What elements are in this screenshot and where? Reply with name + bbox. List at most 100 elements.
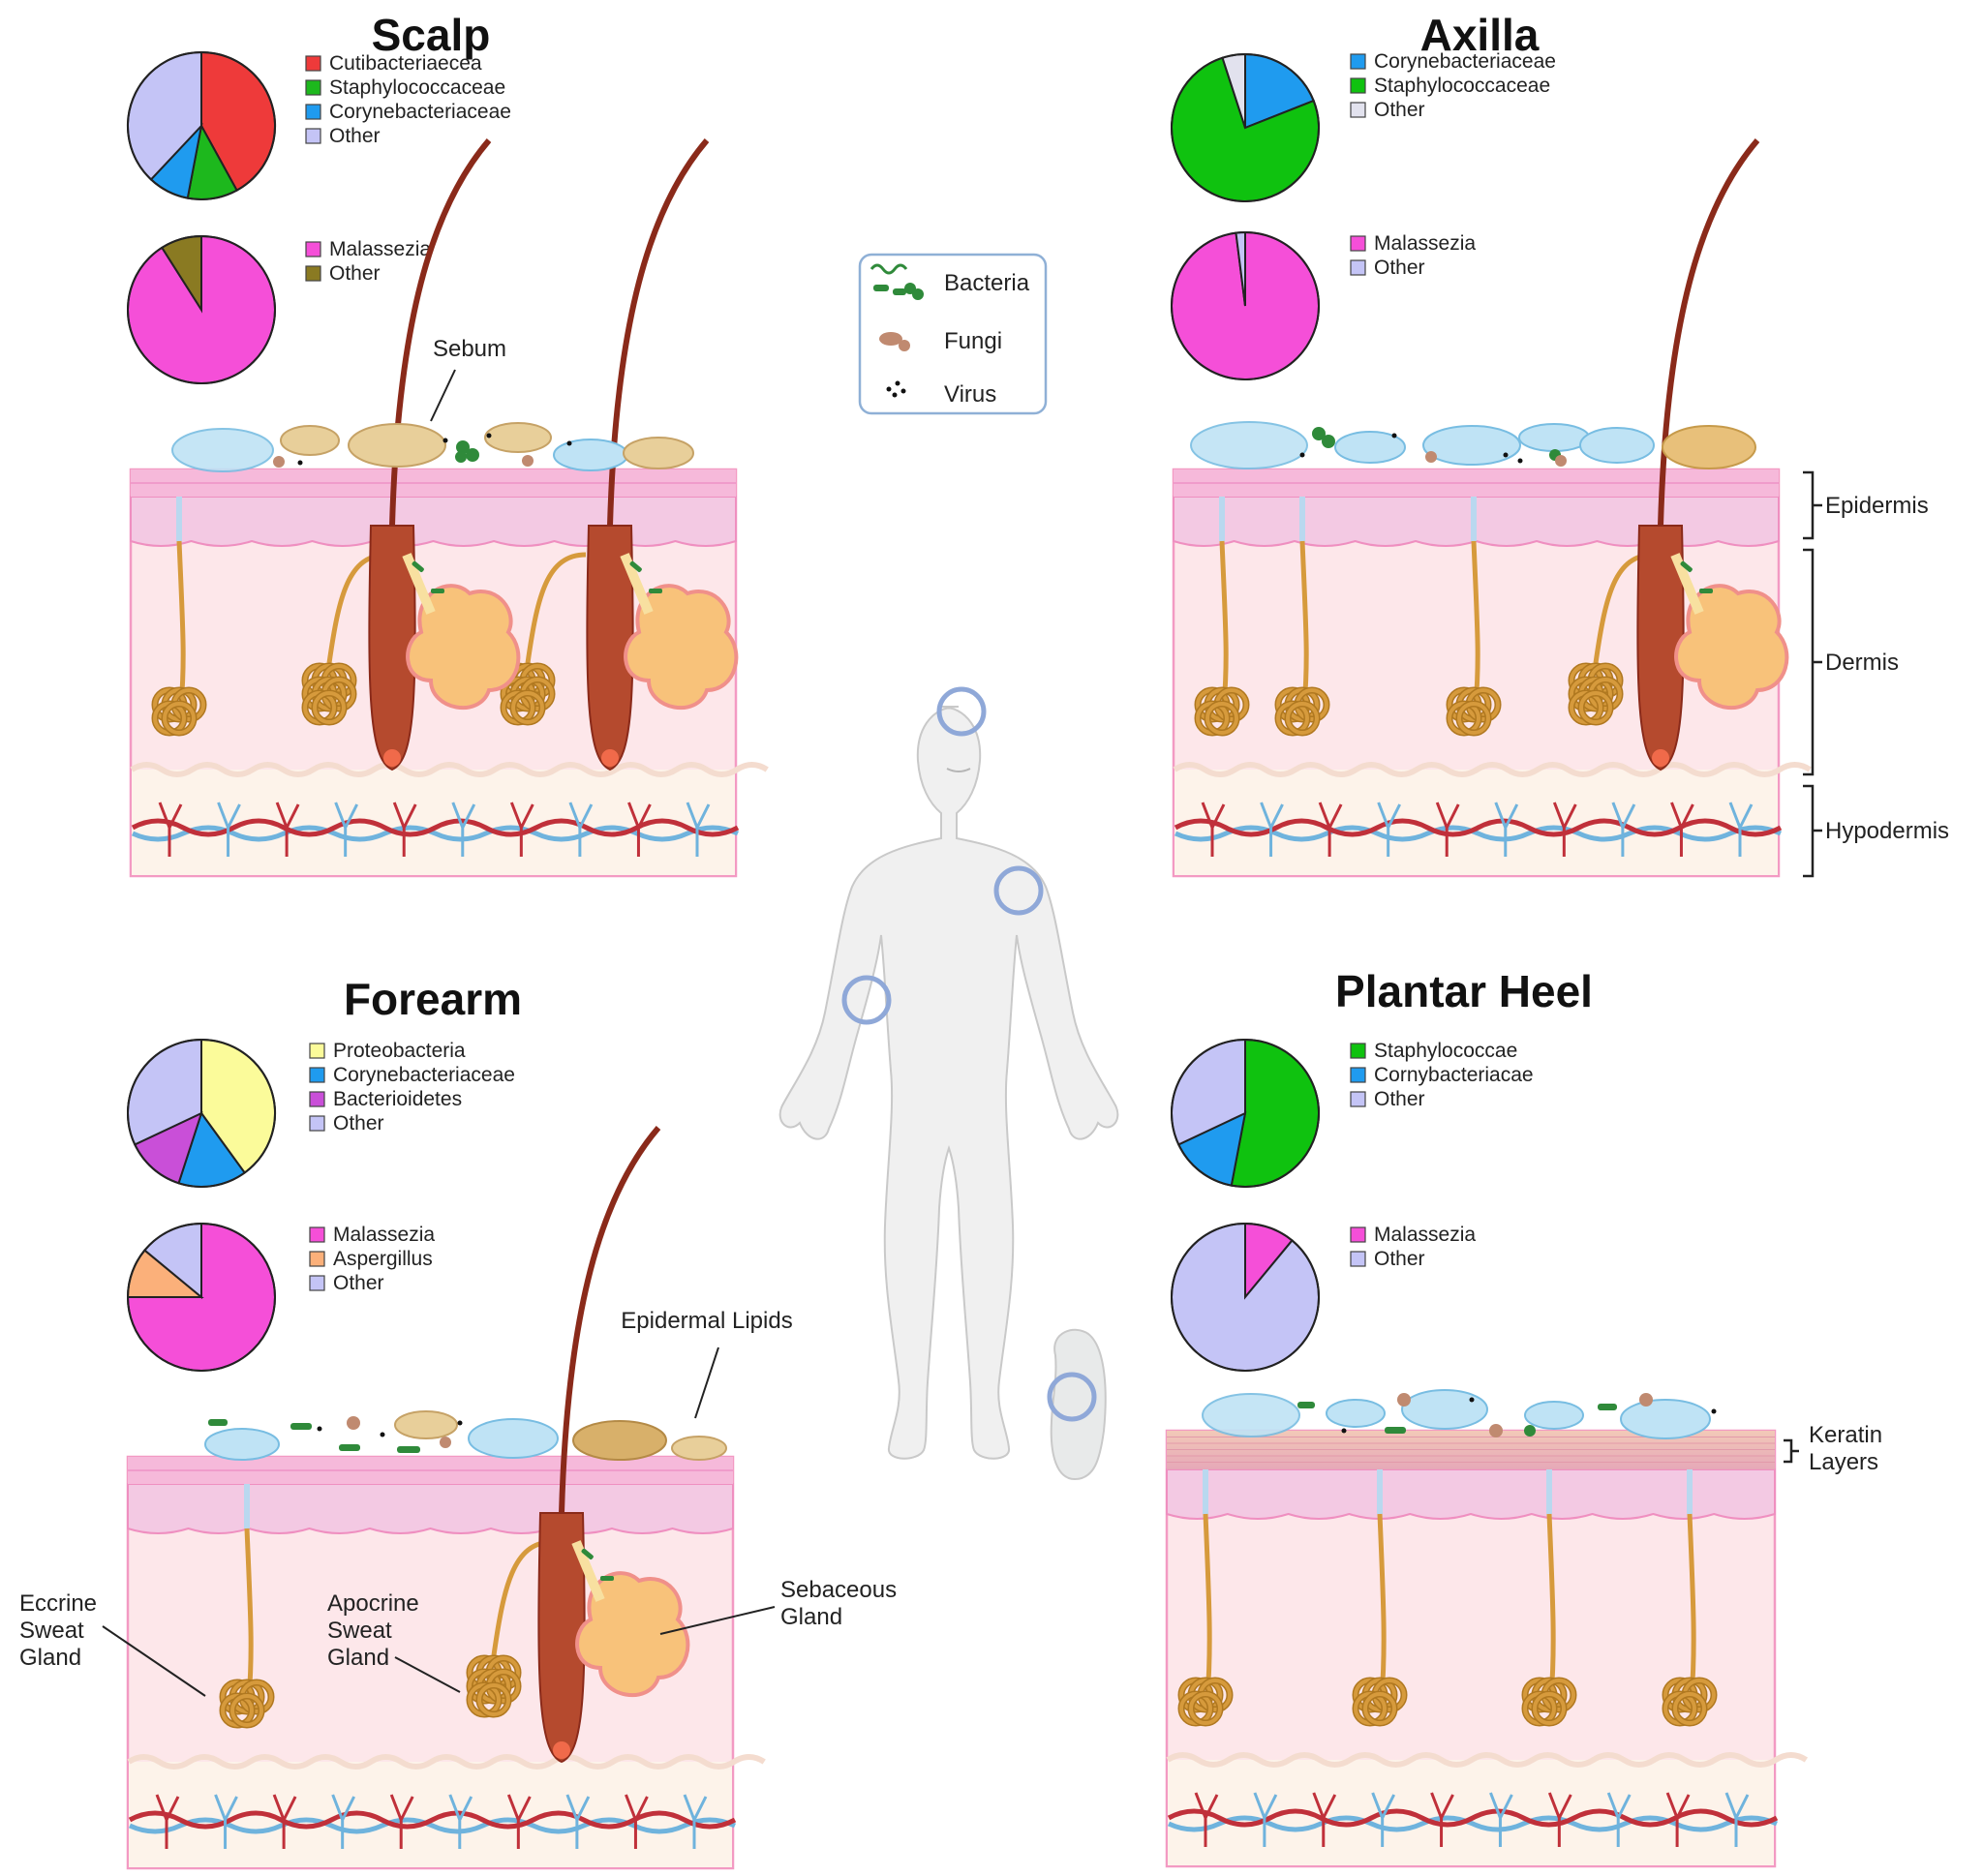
legend-swatch [1350,259,1366,276]
skin-block [1172,138,1812,878]
callout-apocrine-2: Sweat [327,1618,392,1644]
bacteria-legend: ProteobacteriaCorynebacteriaceaeBacterio… [309,1040,515,1135]
skin-block [1165,1429,1809,1868]
legend-swatch [309,1043,325,1059]
legend-swatch [309,1275,325,1291]
label-epidermis: Epidermis [1825,493,1929,519]
surface-microbes [204,1410,727,1461]
legend-swatch [309,1226,325,1243]
skin-block [126,1126,766,1870]
bacteria-pie [127,50,276,200]
bacteria-icon [869,263,908,275]
legend-label: Proteobacteria [333,1040,466,1062]
legend-swatch [1350,77,1366,94]
legend-label: Other [333,1272,384,1294]
callout-keratin-1: Keratin [1809,1422,1882,1448]
legend-swatch [309,1091,325,1107]
legend-label: Staphylococcaceae [329,76,505,99]
legend-label: Other [329,262,381,285]
panel-scalp: Scalp CutibacteriaeceaStaphylococcaceaeC… [127,10,769,878]
callout-eccrine-3: Gland [19,1645,81,1671]
bacteria-pie [1171,52,1320,202]
fungi-icon [879,332,910,351]
label-hypodermis: Hypodermis [1825,818,1949,844]
legend-swatch [305,128,321,144]
callout-eccrine-1: Eccrine [19,1590,97,1617]
legend-label: Corynebacteriaceae [333,1064,515,1086]
legend-label: Staphylococcae [1374,1040,1517,1062]
callout-eccrine-2: Sweat [19,1618,84,1644]
panel-title: Forearm [344,974,522,1024]
panel-forearm: Forearm ProteobacteriaCorynebacteriaceae… [19,974,897,1870]
panel-title: Axilla [1420,10,1540,60]
legend-label: Aspergillus [333,1248,433,1270]
label-dermis: Dermis [1825,650,1899,676]
legend-swatch [1350,53,1366,70]
marker-axilla [993,865,1044,916]
callout-apocrine-3: Gland [327,1645,389,1671]
marker-forearm [841,975,892,1025]
legend-swatch [1350,1226,1366,1243]
legend-swatch [1350,235,1366,252]
legend-swatch [309,1115,325,1132]
panel-axilla: Axilla CorynebacteriaceaeStaphylococcace… [1171,10,1949,878]
key-fungi-label: Fungi [944,328,1002,354]
legend-swatch [305,104,321,120]
key-bacteria-label: Bacteria [944,270,1030,296]
key-virus-label: Virus [944,381,996,408]
bacteria-pie [1171,1038,1320,1188]
fungi-pie [126,1222,276,1372]
surface-microbes [1202,1389,1717,1439]
microbe-key: Bacteria Fungi Virus [858,253,1048,415]
legend-swatch [305,79,321,96]
legend-label: Other [333,1112,384,1135]
virus-icon [886,380,906,398]
panel-title: Scalp [372,10,491,60]
legend-swatch [1350,1067,1366,1083]
bacteria-pie [127,1038,277,1188]
legend-label: Other [329,125,381,147]
callout-keratin-2: Layers [1809,1449,1878,1475]
legend-label: Other [1374,257,1425,279]
panel-plantar-heel: Plantar Heel StaphylococcaeCornybacteria… [1165,966,1882,1868]
fungi-pie [1171,230,1320,380]
legend-label: Malassezia [329,238,431,260]
legend-swatch [1350,1043,1366,1059]
legend-label: Cornybacteriacae [1374,1064,1534,1086]
surface-microbes [1190,421,1756,469]
human-body-figure [778,686,1119,1481]
legend-swatch [305,265,321,282]
legend-label: Malassezia [1374,232,1476,255]
legend-swatch [1350,102,1366,118]
legend-label: Staphylococcaceae [1374,75,1550,97]
callout-epidermal-lipids: Epidermal Lipids [621,1308,792,1334]
legend-label: Other [1374,1248,1425,1270]
fungi-pie [127,234,276,384]
legend-label: Malassezia [333,1224,435,1246]
bacteria-legend: CutibacteriaeceaStaphylococcaceaeCoryneb… [305,52,511,147]
legend-swatch [309,1251,325,1267]
legend-label: Corynebacteriaceae [1374,50,1556,73]
legend-label: Other [1374,99,1425,121]
legend-swatch [309,1067,325,1083]
legend-swatch [1350,1091,1366,1107]
callout-sebum: Sebum [433,336,506,362]
marker-plantar-heel [1047,1372,1097,1422]
foot-sole [1050,1328,1107,1481]
legend-swatch [305,55,321,72]
legend-swatch [1350,1251,1366,1267]
layer-brackets: Epidermis Dermis Hypodermis [1803,470,1949,878]
callout-apocrine-1: Apocrine [327,1590,419,1617]
fungi-pie [1171,1222,1320,1372]
marker-scalp [936,686,987,737]
legend-swatch [305,241,321,257]
legend-label: Cutibacteriaecea [329,52,482,75]
legend-label: Corynebacteriaceae [329,101,511,123]
